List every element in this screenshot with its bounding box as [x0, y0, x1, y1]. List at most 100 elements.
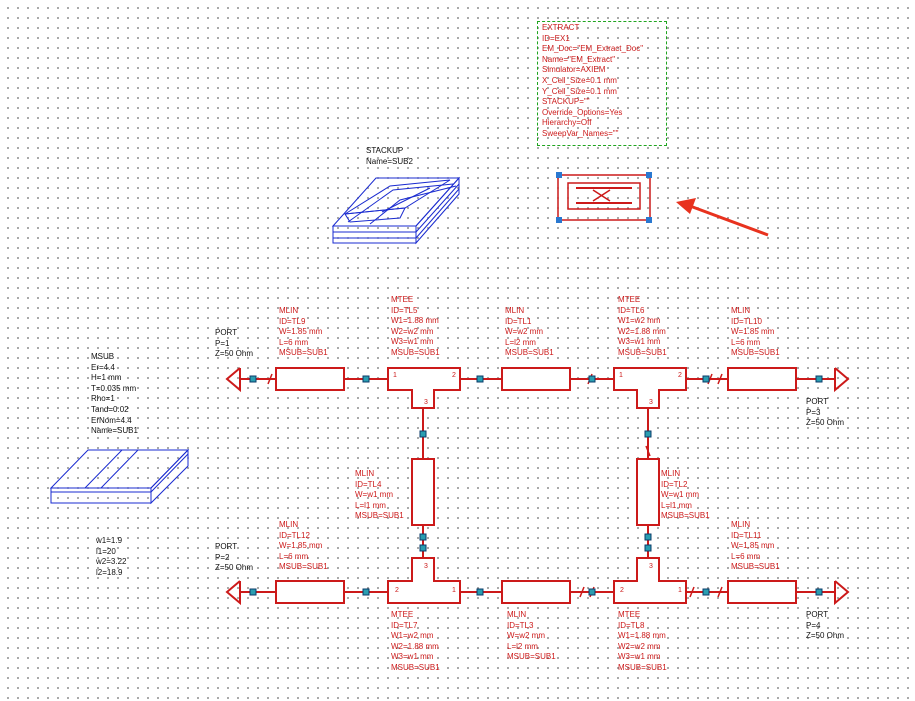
- extract-param: Name="EM_Extract": [542, 54, 616, 64]
- msub-param: ErNom=4.4: [91, 415, 132, 425]
- element-param: W=1.85 mm: [279, 327, 323, 337]
- extract-param: Hierarchy=Off: [542, 118, 592, 128]
- em-extract-icon[interactable]: [556, 172, 652, 223]
- mlin-tl11[interactable]: [727, 580, 797, 604]
- mtee-tl8[interactable]: [613, 557, 687, 604]
- msub-substrate-icon[interactable]: [49, 448, 190, 505]
- element-param: ID=TL3: [507, 620, 534, 630]
- extract-param: STACKUP="": [542, 97, 590, 107]
- element-param: L=l1 mm: [661, 500, 692, 510]
- svg-text:1: 1: [619, 372, 623, 379]
- stackup-label[interactable]: STACKUP Name=SUB2: [366, 146, 413, 167]
- element-type: MLIN: [507, 610, 527, 619]
- port-2-symbol[interactable]: [225, 580, 252, 606]
- mtee-tl7[interactable]: [387, 557, 461, 604]
- tl12-label[interactable]: MLIN ID=TL12 W=1.85 mm L=6 mm MSUB=SUB1: [279, 520, 328, 573]
- element-param: W2=w2 mm: [618, 641, 661, 651]
- element-param: W1=1.88 mm: [618, 631, 666, 641]
- element-param: L=l2 mm: [507, 641, 538, 651]
- element-param: W2=1.88 mm: [618, 326, 666, 336]
- extract-param: Simulator=AXIEM: [542, 65, 606, 75]
- element-param: MSUB=SUB1: [507, 652, 556, 662]
- element-param: ID=TL2: [661, 479, 688, 489]
- element-param: L=l1 mm: [355, 500, 386, 510]
- element-param: MSUB=SUB1: [731, 562, 780, 572]
- svg-text:2: 2: [452, 372, 456, 379]
- mlin-tl2[interactable]: [636, 458, 660, 526]
- svg-text:3: 3: [424, 563, 428, 570]
- svg-text:2: 2: [395, 587, 399, 594]
- element-param: W=1.85 mm: [731, 327, 775, 337]
- extract-param: Y_Cell_Size=0.1 mm: [542, 86, 617, 96]
- element-param: W=w1 mm: [355, 490, 393, 500]
- tl1-label[interactable]: MLIN ID=TL1 W=w2 mm L=l2 mm MSUB=SUB1: [505, 306, 554, 359]
- element-type: MTEE: [618, 610, 641, 619]
- element-type: MLIN: [661, 469, 681, 478]
- element-param: ID=TL6: [618, 305, 645, 315]
- element-type: MLIN: [355, 469, 375, 478]
- port-title: PORT: [215, 542, 238, 551]
- element-param: W3=w1 mm: [618, 652, 661, 662]
- element-param: W3=w1 mm: [391, 652, 434, 662]
- element-param: MSUB=SUB1: [391, 347, 440, 357]
- mlin-tl10[interactable]: [727, 367, 797, 391]
- tl11-label[interactable]: MLIN ID=TL11 W=1.85 mm L=6 mm MSUB=SUB1: [731, 520, 780, 573]
- mtee-tl5[interactable]: [387, 367, 461, 409]
- tl3-label[interactable]: MLIN ID=TL3 W=w2 mm L=l2 mm MSUB=SUB1: [507, 610, 556, 663]
- extract-param: X_Cell_Size=0.1 mm: [542, 75, 617, 85]
- equation-block[interactable]: w1=1.9 l1=20 w2=3.22 l2=18.9: [96, 536, 126, 578]
- port-param: Z=50 Ohm: [806, 418, 845, 428]
- mlin-tl3[interactable]: [501, 580, 571, 604]
- port-4-label[interactable]: PORT P=4 Z=50 Ohm: [806, 610, 844, 642]
- tl7-label[interactable]: MTEE ID=TL7 W1=w2 mm W2=1.88 mm W3=w1 mm…: [391, 610, 440, 674]
- port-1-symbol[interactable]: [225, 367, 252, 393]
- element-param: W2=1.88 mm: [391, 641, 439, 651]
- port-param: Z=50 Ohm: [215, 349, 254, 359]
- element-param: W=1.85 mm: [731, 541, 775, 551]
- tl8-label[interactable]: MTEE ID=TL8 W1=1.88 mm W2=w2 mm W3=w1 mm…: [618, 610, 667, 674]
- mlin-tl1[interactable]: [501, 367, 571, 391]
- tl2-label[interactable]: MLIN ID=TL2 W=w1 mm L=l1 mm MSUB=SUB1: [661, 469, 710, 522]
- port-title: PORT: [215, 328, 238, 337]
- port-2-label[interactable]: PORT P=2 Z=50 Ohm: [215, 542, 253, 574]
- port-3-symbol[interactable]: [823, 367, 850, 393]
- element-type: MTEE: [618, 295, 641, 304]
- port-param: P=1: [215, 338, 230, 348]
- port-title: PORT: [806, 397, 829, 406]
- equation: w2=3.22: [96, 557, 127, 567]
- stackup-icon[interactable]: [331, 176, 461, 245]
- port-1-label[interactable]: PORT P=1 Z=50 Ohm: [215, 328, 253, 360]
- tl10-label[interactable]: MLIN ID=TL10 W=1.85 mm L=6 mm MSUB=SUB1: [731, 306, 780, 359]
- element-param: ID=TL1: [505, 316, 532, 326]
- element-param: W1=w2 mm: [391, 631, 434, 641]
- annotation-arrow-icon: [676, 198, 769, 237]
- mlin-tl9[interactable]: [275, 367, 345, 391]
- mlin-tl12[interactable]: [275, 580, 345, 604]
- tl9-label[interactable]: MLIN ID=TL9 W=1.85 mm L=6 mm MSUB=SUB1: [279, 306, 328, 359]
- element-type: MLIN: [279, 306, 299, 315]
- tl4-label[interactable]: MLIN ID=TL4 W=w1 mm L=l1 mm MSUB=SUB1: [355, 469, 404, 522]
- connection-nodes[interactable]: [249, 375, 823, 596]
- element-param: W1=w2 mm: [618, 316, 661, 326]
- tl6-label[interactable]: MTEE ID=TL6 W1=w2 mm W2=1.88 mm W3=w1 mm…: [618, 295, 667, 359]
- extract-param: EM_Doc="EM_Extract_Doc": [542, 44, 644, 54]
- port-3-label[interactable]: PORT P=3 Z=50 Ohm: [806, 397, 844, 429]
- element-param: W3=w1 mm: [618, 337, 661, 347]
- svg-text:3: 3: [424, 399, 428, 406]
- msub-label[interactable]: MSUB Er=4.4 H=1 mm T=0.035 mm Rho=1 Tand…: [91, 352, 138, 437]
- mtee-tl6[interactable]: [613, 367, 687, 409]
- element-param: MSUB=SUB1: [618, 662, 667, 672]
- svg-text:2: 2: [620, 587, 624, 594]
- tl5-label[interactable]: MTEE ID=TL5 W1=1.88 mm W2=w2 mm W3=w1 mm…: [391, 295, 440, 359]
- element-param: MSUB=SUB1: [355, 511, 404, 521]
- equation: l2=18.9: [96, 567, 123, 577]
- equation: l1=20: [96, 546, 116, 556]
- stackup-title: STACKUP: [366, 146, 404, 155]
- port-4-symbol[interactable]: [823, 580, 850, 606]
- extract-block[interactable]: EXTRACT ID=EX1 EM_Doc="EM_Extract_Doc" N…: [537, 21, 667, 146]
- element-param: MSUB=SUB1: [661, 511, 710, 521]
- msub-param: Name=SUB1: [91, 426, 138, 436]
- svg-text:1: 1: [678, 587, 682, 594]
- mlin-tl4[interactable]: [411, 458, 435, 526]
